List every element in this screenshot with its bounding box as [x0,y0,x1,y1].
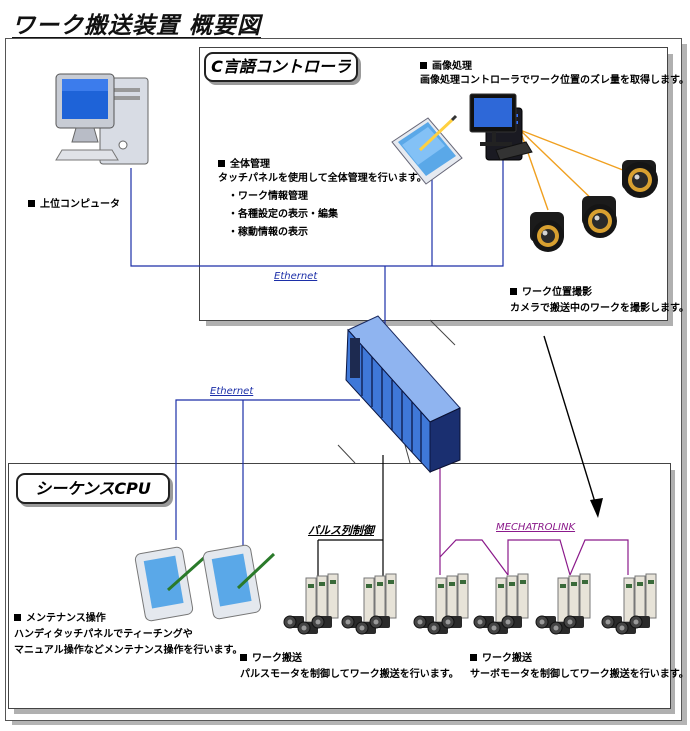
pulse-lines [317,455,384,578]
maintenance-heading: メンテナンス操作 [14,612,106,626]
pulse-transport-text: パルスモータを制御してワーク搬送を行います。 [240,669,459,680]
handy-terminal-1 [134,546,208,622]
mechatrolink-link-3 [569,539,629,576]
camera-heading: ワーク位置撮影 [510,286,592,300]
image-processing-heading: 画像処理 [420,60,472,74]
servo-group-1 [283,573,339,635]
upper-ethernet-line [130,150,504,267]
servo-group-5 [535,573,591,635]
pulse-transport-heading: ワーク搬送 [240,652,302,666]
process-arrow-head [590,498,603,518]
mechatrolink-lines [439,463,629,576]
management-item: ・ワーク情報管理 [228,191,308,202]
controller-panel [199,47,668,321]
lower-ethernet-label: Ethernet [210,386,254,397]
sequence-panel-title: シーケンスCPU [16,473,170,504]
servo-group-3 [413,573,469,635]
mechatrolink-label: MECHATROLINK [496,522,576,533]
camera-2 [582,196,617,238]
host-computer-label: 上位コンピュータ [28,198,120,212]
pulse-control-label: パルス列制御 [308,524,374,537]
controller-ethernet-label: Ethernet [274,271,318,282]
maintenance-text: ハンディタッチパネルでティーチングや [14,629,193,640]
servo-transport-text: サーボモータを制御してワーク搬送を行います。 [470,669,689,680]
lower-ethernet-line [175,399,360,540]
management-text: タッチパネルを使用して全体管理を行います。 [218,173,427,184]
servo-group-6 [601,573,657,635]
servo-transport-heading: ワーク搬送 [470,652,532,666]
mechatrolink-link-1 [439,539,509,576]
handy-terminal-2 [202,544,276,620]
camera-3 [622,160,658,198]
mechatrolink-link-2 [507,539,571,576]
process-arrow-line [543,335,599,513]
servo-group-2 [341,573,397,635]
controller-panel-title: C言語コントローラ [204,52,358,82]
ethernet-lines [130,150,504,548]
camera-1 [530,212,564,252]
management-heading: 全体管理 [218,158,270,172]
page-title: ワーク搬送装置 概要図 [12,13,262,39]
image-processing-text: 画像処理コントローラでワーク位置のズレ量を取得します。 [420,75,689,86]
management-item: ・稼動情報の表示 [228,227,308,238]
servo-group-4 [473,573,529,635]
management-item: ・各種設定の表示・編集 [228,209,338,220]
camera-text: カメラで搬送中のワークを撮影します。 [510,303,689,314]
maintenance-text: マニュアル操作などメンテナンス操作を行います。 [14,645,243,656]
